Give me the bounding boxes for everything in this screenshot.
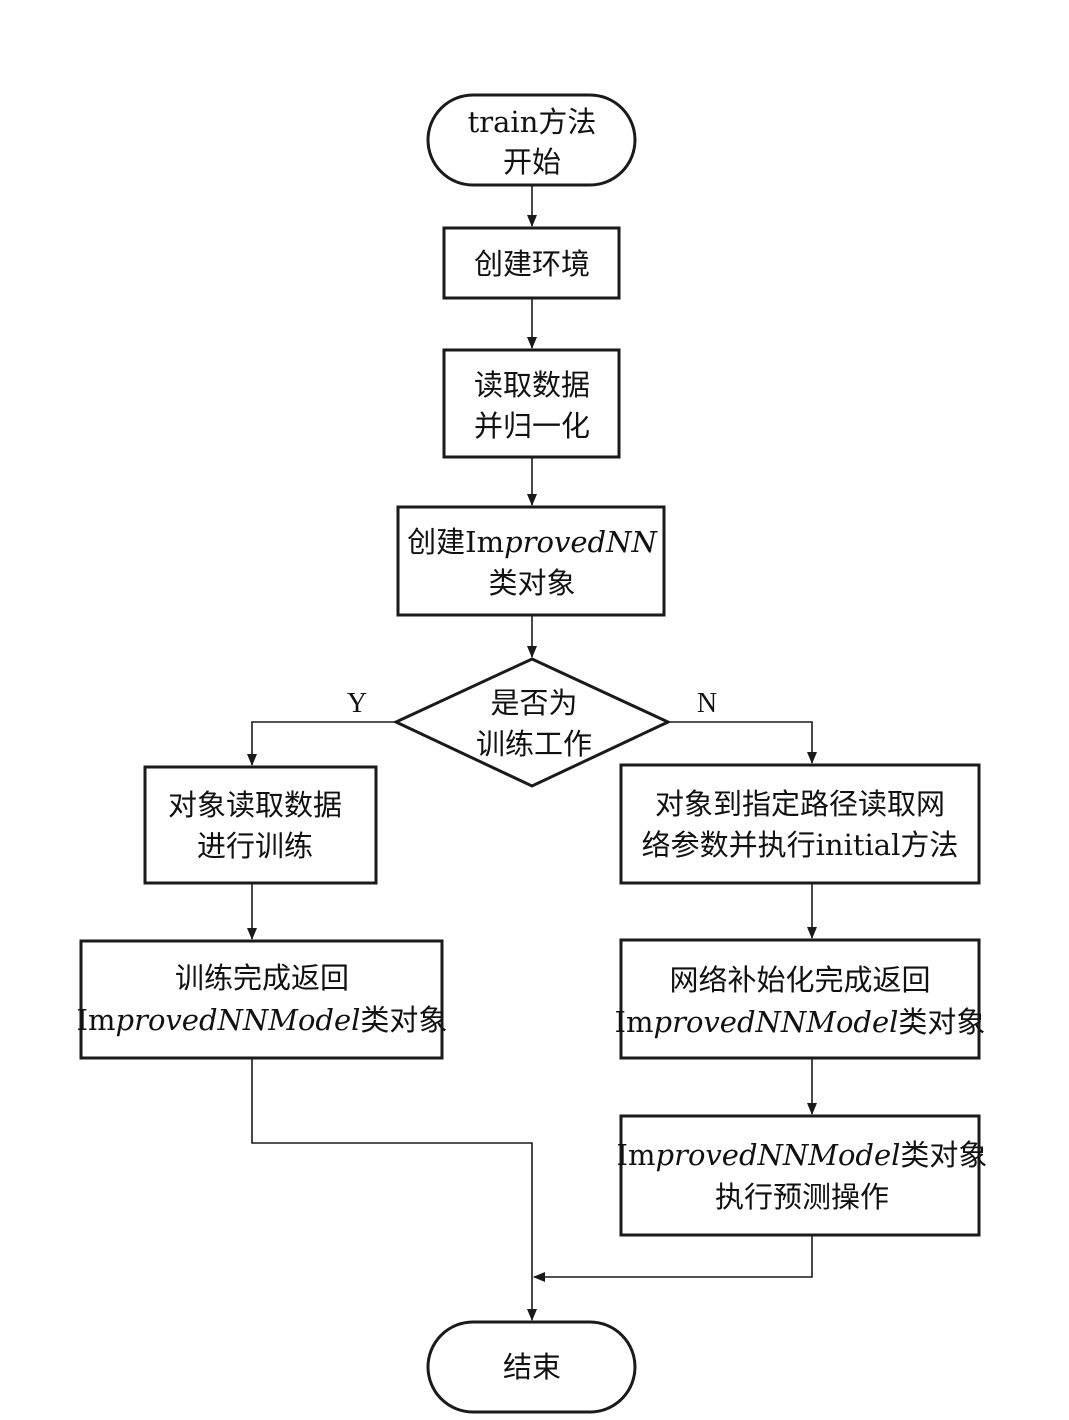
process-done-left-shape	[79, 939, 444, 1060]
start-label-line2: 开始	[503, 145, 561, 179]
train-left-label-line2: 进行训练	[197, 829, 313, 863]
predict-label-line2: 执行预测操作	[715, 1180, 889, 1214]
done-left-label-line2: ImprovedNNModel类对象	[77, 1003, 448, 1037]
terminal-end-shape	[426, 1320, 637, 1414]
node-done-left: 训练完成返回 ImprovedNNModel类对象	[77, 939, 448, 1060]
end-label: 结束	[503, 1350, 561, 1384]
node-predict: ImprovedNNModel类对象 执行预测操作	[617, 1114, 988, 1237]
branch-label-yes: Y	[347, 688, 367, 719]
node-create-obj: 创建ImprovedNN 类对象	[396, 505, 666, 617]
terminal-start-shape	[426, 93, 637, 187]
node-read-norm: 读取数据 并归一化	[442, 348, 621, 459]
predict-label-line1: ImprovedNNModel类对象	[617, 1138, 988, 1172]
node-end: 结束	[426, 1320, 637, 1414]
create-env-label: 创建环境	[474, 247, 590, 281]
edge-predict-to-end	[533, 1235, 813, 1282]
branch-label-no: N	[697, 688, 717, 719]
edge-decision-yes	[247, 721, 396, 766]
process-create-obj-shape	[396, 505, 666, 617]
connectors	[247, 185, 817, 1321]
process-read-right-shape	[619, 763, 981, 885]
read-right-label-line1: 对象到指定路径读取网	[655, 787, 945, 821]
decision-shape	[392, 657, 672, 788]
node-done-right: 网络补始化完成返回 ImprovedNNModel类对象	[615, 938, 986, 1060]
decision-label-line1: 是否为	[490, 686, 577, 720]
node-read-right: 对象到指定路径读取网 络参数并执行initial方法	[619, 763, 981, 885]
create-obj-label-line2: 类对象	[488, 566, 575, 600]
node-start: train方法 开始	[426, 93, 637, 187]
read-norm-label-line1: 读取数据	[474, 368, 590, 402]
process-read-norm-shape	[442, 348, 621, 459]
node-create-env: 创建环境	[442, 226, 621, 300]
edge-done-left-to-end	[251, 1058, 537, 1321]
create-obj-label-line1: 创建ImprovedNN	[407, 525, 658, 559]
train-left-label-line1: 对象读取数据	[168, 788, 342, 822]
node-train-left: 对象读取数据 进行训练	[143, 765, 378, 885]
decision-label-line2: 训练工作	[476, 727, 592, 761]
process-create-env-shape	[442, 226, 621, 300]
node-decision: 是否为 训练工作	[392, 657, 672, 788]
start-label-line1: train方法	[468, 105, 597, 139]
done-right-label-line2: ImprovedNNModel类对象	[615, 1005, 986, 1039]
process-train-left-shape	[143, 765, 378, 885]
process-done-right-shape	[619, 938, 981, 1060]
done-right-label-line1: 网络补始化完成返回	[669, 963, 930, 997]
edge-decision-no	[668, 721, 817, 764]
read-right-label-line2: 络参数并执行initial方法	[642, 828, 959, 862]
done-left-label-line1: 训练完成返回	[175, 961, 349, 995]
process-predict-shape	[619, 1114, 981, 1237]
read-norm-label-line2: 并归一化	[474, 409, 590, 443]
